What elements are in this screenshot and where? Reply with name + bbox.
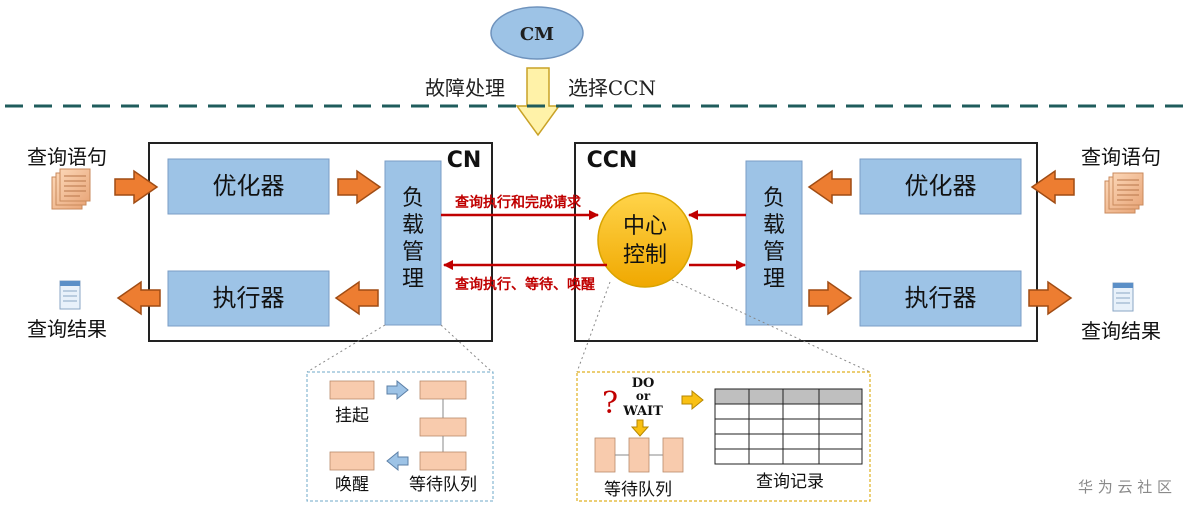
ccn-input-arrow	[1030, 169, 1075, 205]
center-queue-block-1	[594, 437, 616, 473]
cn-title: CN	[447, 148, 482, 173]
cn-output-label: 查询结果	[27, 317, 107, 341]
cn-query-doc-icon	[51, 168, 91, 210]
ccn-wlm-to-exec-arrow	[808, 280, 853, 316]
cm-label: CM	[520, 24, 554, 45]
ccn-output-label: 查询结果	[1081, 319, 1161, 343]
ccn-result-icon	[1112, 282, 1134, 312]
ccn-workload-char-2: 载	[763, 213, 785, 238]
cn-workload-char-4: 理	[402, 267, 424, 292]
ccn-executor-box	[859, 270, 1022, 327]
left-zoom-line-2	[440, 324, 493, 373]
ccn-title: CCN	[587, 148, 638, 173]
wakeup-arrow	[386, 450, 409, 472]
center-control-node	[597, 192, 693, 288]
decision-or: or	[636, 389, 651, 403]
suspend-label: 挂起	[335, 406, 369, 426]
cn-workload-box	[384, 160, 442, 326]
ccn-query-doc-icon	[1104, 172, 1144, 214]
ccn-optimizer-box	[859, 158, 1022, 215]
watermark: 华 为 云 社 区	[1078, 478, 1172, 496]
cn-workload-char-3: 管	[402, 240, 424, 265]
queue-block-mid	[419, 417, 467, 437]
ccn-input-label: 查询语句	[1081, 145, 1161, 169]
ccn-workload-box	[745, 160, 803, 326]
cn-optimizer-label: 优化器	[213, 172, 285, 200]
ccn-workload-char-4: 理	[763, 267, 785, 292]
cn-opt-to-wlm-arrow	[337, 169, 382, 205]
cn-input-arrow	[114, 169, 159, 205]
decision-right-arrow	[681, 389, 704, 411]
cn-workload-char-2: 载	[402, 213, 424, 238]
reply-label: 查询执行、等待、唤醒	[455, 276, 595, 293]
center-control-line-1: 中心	[623, 214, 667, 239]
right-zoom-line-1	[576, 281, 611, 373]
cn-executor-label: 执行器	[213, 284, 285, 312]
right-zoom-line-2	[671, 279, 871, 373]
cn-executor-box	[167, 270, 330, 327]
select-ccn-label: 选择CCN	[568, 76, 656, 100]
queue-block-top	[419, 380, 467, 400]
ccn-executor-label: 执行器	[905, 284, 977, 312]
ccn-workload-char-3: 管	[763, 240, 785, 265]
decision-wait: WAIT	[622, 404, 663, 419]
cn-wlm-to-exec-arrow	[334, 280, 379, 316]
cn-workload-char-1: 负	[402, 186, 424, 211]
query-records-table	[714, 388, 863, 465]
suspend-block	[329, 380, 375, 400]
cn-input-label: 查询语句	[27, 145, 107, 169]
center-queue-block-3	[662, 437, 684, 473]
fault-handling-label: 故障处理	[425, 76, 505, 100]
cn-result-icon	[59, 280, 81, 310]
wlm-queue-label: 等待队列	[409, 475, 477, 495]
center-queue-label: 等待队列	[604, 480, 672, 500]
query-records-label: 查询记录	[756, 472, 824, 492]
center-queue-block-2	[628, 437, 650, 473]
request-label: 查询执行和完成请求	[455, 194, 582, 211]
ccn-workload-char-1: 负	[763, 186, 785, 211]
suspend-arrow	[386, 379, 409, 401]
wakeup-label: 唤醒	[335, 475, 369, 495]
center-control-line-2: 控制	[623, 243, 667, 268]
cm-node	[490, 6, 584, 60]
queue-block-bottom	[419, 451, 467, 471]
ccn-opt-to-wlm-arrow	[807, 169, 852, 205]
cn-optimizer-box	[167, 158, 330, 215]
ccn-output-arrow	[1028, 280, 1073, 316]
decision-down-arrow	[630, 419, 650, 437]
cm-down-arrow	[515, 67, 561, 137]
cn-output-arrow	[116, 280, 161, 316]
ccn-optimizer-label: 优化器	[905, 172, 977, 200]
wakeup-block	[329, 451, 375, 471]
decision-question-mark: ?	[602, 386, 618, 421]
decision-do: DO	[632, 376, 655, 391]
left-zoom-line-1	[306, 324, 386, 373]
